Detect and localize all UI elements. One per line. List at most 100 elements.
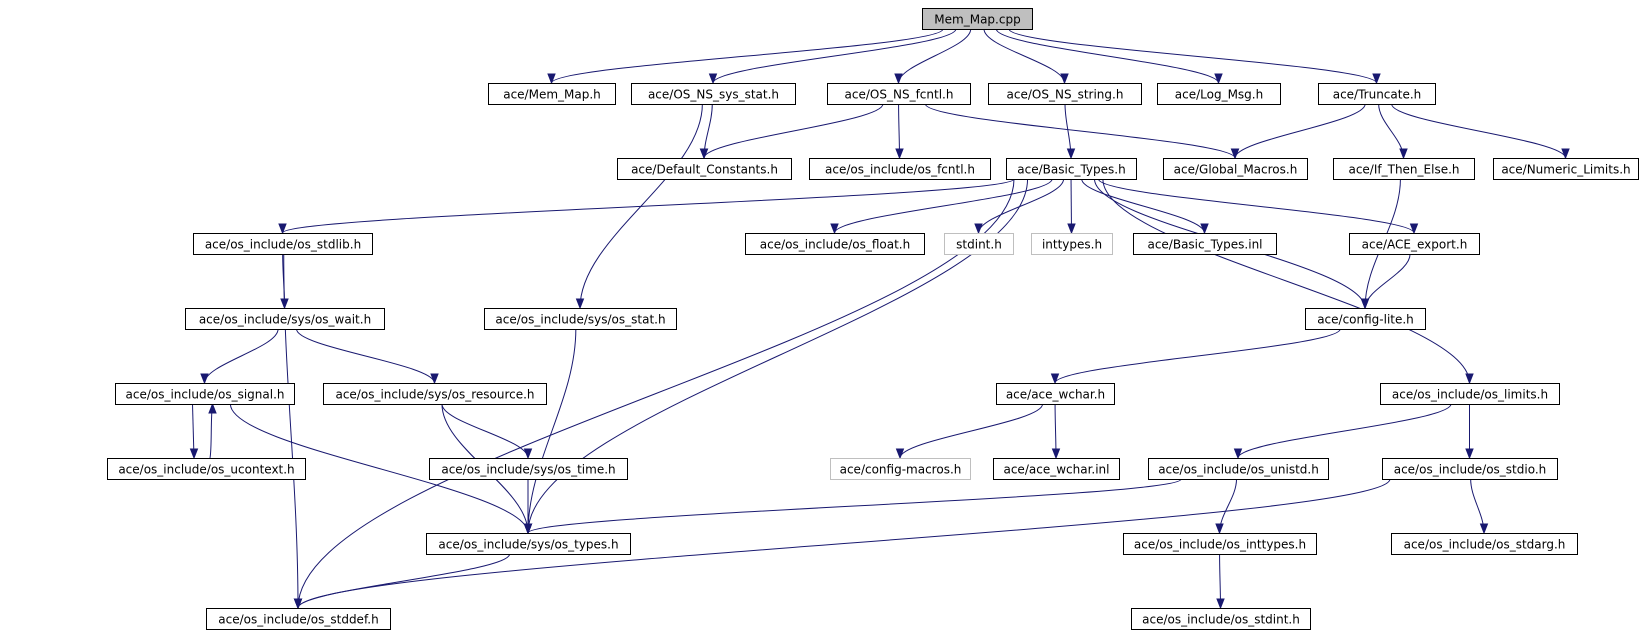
- node-box: [488, 83, 616, 105]
- node-ace-mem-map-h[interactable]: ace/Mem_Map.h: [488, 83, 616, 105]
- node-label: ace/ACE_export.h: [1362, 238, 1468, 252]
- edge-ace-export-to-config-lite: [1360, 253, 1411, 310]
- node-stdint-h[interactable]: stdint.h: [944, 233, 1014, 255]
- node-label: stdint.h: [956, 238, 1002, 252]
- arrowhead-icon: [1067, 223, 1076, 235]
- node-ace-os-include-sys-os-wait-h[interactable]: ace/os_include/sys/os_wait.h: [185, 308, 385, 330]
- edge-os-unistd-to-sys-os-types: [523, 478, 1182, 535]
- edge-sys-os-wait-to-os-signal: [200, 328, 279, 385]
- edge-basic-types-to-os-stdlib: [278, 178, 1015, 235]
- node-ace-numeric-limits-h[interactable]: ace/Numeric_Limits.h: [1493, 158, 1639, 180]
- node-ace-if-then-else-h[interactable]: ace/If_Then_Else.h: [1333, 158, 1475, 180]
- arrowhead-icon: [547, 73, 556, 85]
- node-ace-os-include-sys-os-types-h[interactable]: ace/os_include/sys/os_types.h: [426, 533, 631, 555]
- edge-ace-wchar-to-ace-wchar-inl: [1051, 403, 1061, 460]
- node-ace-ace-export-h[interactable]: ace/ACE_export.h: [1349, 233, 1480, 255]
- node-ace-os-include-os-stdio-h[interactable]: ace/os_include/os_stdio.h: [1382, 458, 1558, 480]
- node-box: [1380, 383, 1560, 405]
- node-ace-os-include-sys-os-resource-h[interactable]: ace/os_include/sys/os_resource.h: [323, 383, 547, 405]
- node-ace-log-msg-h[interactable]: ace/Log_Msg.h: [1157, 83, 1281, 105]
- node-box: [1006, 158, 1137, 180]
- node-ace-os-include-os-ucontext-h[interactable]: ace/os_include/os_ucontext.h: [107, 458, 306, 480]
- edge-line: [703, 103, 884, 159]
- node-ace-os-include-os-float-h[interactable]: ace/os_include/os_float.h: [745, 233, 925, 255]
- node-ace-truncate-h[interactable]: ace/Truncate.h: [1318, 83, 1436, 105]
- edge-line: [283, 253, 299, 609]
- node-box: [1305, 308, 1426, 330]
- edge-line: [204, 328, 279, 384]
- node-label: ace/os_include/sys/os_resource.h: [335, 388, 534, 402]
- edge-line: [297, 553, 511, 609]
- node-ace-os-include-os-signal-h[interactable]: ace/os_include/os_signal.h: [115, 383, 295, 405]
- edge-line: [1097, 178, 1415, 234]
- node-box: [827, 83, 971, 105]
- node-ace-ace-wchar-h[interactable]: ace/ace_wchar.h: [996, 383, 1115, 405]
- node-label: ace/os_include/os_stdio.h: [1394, 463, 1547, 477]
- edge-config-lite-to-ace-wchar: [1050, 328, 1341, 385]
- node-ace-os-include-os-fcntl-h[interactable]: ace/os_include/os_fcntl.h: [809, 158, 991, 180]
- node-label: ace/os_include/sys/os_types.h: [438, 538, 618, 552]
- edge-line: [282, 178, 1015, 234]
- edge-basic-types-to-os-limits: [1102, 178, 1474, 385]
- node-box: [1123, 533, 1317, 555]
- node-label: ace/os_include/os_signal.h: [126, 388, 285, 402]
- arrowhead-icon: [1479, 523, 1489, 535]
- node-ace-config-lite-h[interactable]: ace/config-lite.h: [1305, 308, 1426, 330]
- edge-line: [1054, 328, 1341, 384]
- node-label: ace/os_include/os_float.h: [760, 238, 910, 252]
- node-ace-os-include-sys-os-time-h[interactable]: ace/os_include/sys/os_time.h: [429, 458, 628, 480]
- node-box: [809, 158, 991, 180]
- node-label: ace/Default_Constants.h: [631, 163, 778, 177]
- edge-mem-map-cpp-to-log-msg: [995, 28, 1223, 85]
- node-box: [745, 233, 925, 255]
- node-box: [1157, 83, 1281, 105]
- node-box: [922, 8, 1033, 30]
- node-box: [1349, 233, 1480, 255]
- node-ace-os-include-sys-os-stat-h[interactable]: ace/os_include/sys/os_stat.h: [484, 308, 677, 330]
- node-ace-default-constants-h[interactable]: ace/Default_Constants.h: [617, 158, 792, 180]
- arrowhead-icon: [708, 73, 718, 85]
- node-ace-os-ns-fcntl-h[interactable]: ace/OS_NS_fcntl.h: [827, 83, 971, 105]
- arrowhead-icon: [1214, 73, 1223, 85]
- edge-os-unistd-to-os-inttypes: [1215, 478, 1238, 535]
- arrowhead-icon: [293, 598, 303, 610]
- edge-line: [978, 178, 1065, 234]
- edge-os-ucontext-to-os-signal: [208, 402, 217, 459]
- node-ace-os-include-os-stdlib-h[interactable]: ace/os_include/os_stdlib.h: [193, 233, 373, 255]
- node-ace-basic-types-inl[interactable]: ace/Basic_Types.inl: [1133, 233, 1277, 255]
- node-label: ace/OS_NS_fcntl.h: [845, 88, 954, 102]
- node-box: [617, 158, 792, 180]
- edge-ace-wchar-to-config-macros: [895, 403, 1044, 460]
- node-ace-os-include-os-inttypes-h[interactable]: ace/os_include/os_inttypes.h: [1123, 533, 1317, 555]
- node-ace-os-include-os-unistd-h[interactable]: ace/os_include/os_unistd.h: [1148, 458, 1329, 480]
- node-label: ace/OS_NS_string.h: [1007, 88, 1124, 102]
- node-box: [185, 308, 385, 330]
- node-ace-basic-types-h[interactable]: ace/Basic_Types.h: [1006, 158, 1137, 180]
- node-ace-os-include-os-stddef-h[interactable]: ace/os_include/os_stddef.h: [206, 608, 391, 630]
- node-ace-global-macros-h[interactable]: ace/Global_Macros.h: [1163, 158, 1308, 180]
- node-box: [107, 458, 306, 480]
- node-ace-os-ns-string-h[interactable]: ace/OS_NS_string.h: [988, 83, 1142, 105]
- node-ace-os-include-os-stdarg-h[interactable]: ace/os_include/os_stdarg.h: [1391, 533, 1578, 555]
- node-ace-ace-wchar-inl[interactable]: ace/ace_wchar.inl: [993, 458, 1120, 480]
- edge-os-ns-string-to-basic-types: [1064, 103, 1076, 160]
- node-ace-os-include-os-limits-h[interactable]: ace/os_include/os_limits.h: [1380, 383, 1560, 405]
- arrowhead-icon: [895, 148, 904, 160]
- node-label: ace/os_include/os_stddef.h: [218, 613, 378, 627]
- node-ace-os-include-os-stdint-h[interactable]: ace/os_include/os_stdint.h: [1131, 608, 1311, 630]
- node-label: ace/os_include/os_stdint.h: [1142, 613, 1300, 627]
- node-mem-map-cpp[interactable]: Mem_Map.cpp: [922, 8, 1033, 30]
- node-ace-os-ns-sys-stat-h[interactable]: ace/OS_NS_sys_stat.h: [631, 83, 796, 105]
- node-inttypes-h[interactable]: inttypes.h: [1031, 233, 1113, 255]
- node-ace-config-macros-h[interactable]: ace/config-macros.h: [830, 458, 971, 480]
- node-label: ace/Truncate.h: [1333, 88, 1422, 102]
- node-label: ace/ace_wchar.h: [1006, 388, 1105, 402]
- node-box: [996, 383, 1115, 405]
- arrowhead-icon: [1465, 373, 1474, 385]
- arrowhead-icon: [189, 448, 199, 460]
- node-label: ace/Basic_Types.h: [1017, 163, 1125, 177]
- arrowhead-icon: [200, 373, 209, 385]
- edge-os-stdio-to-os-stdarg: [1470, 478, 1489, 535]
- node-box: [1148, 458, 1329, 480]
- node-label: ace/Log_Msg.h: [1175, 88, 1263, 102]
